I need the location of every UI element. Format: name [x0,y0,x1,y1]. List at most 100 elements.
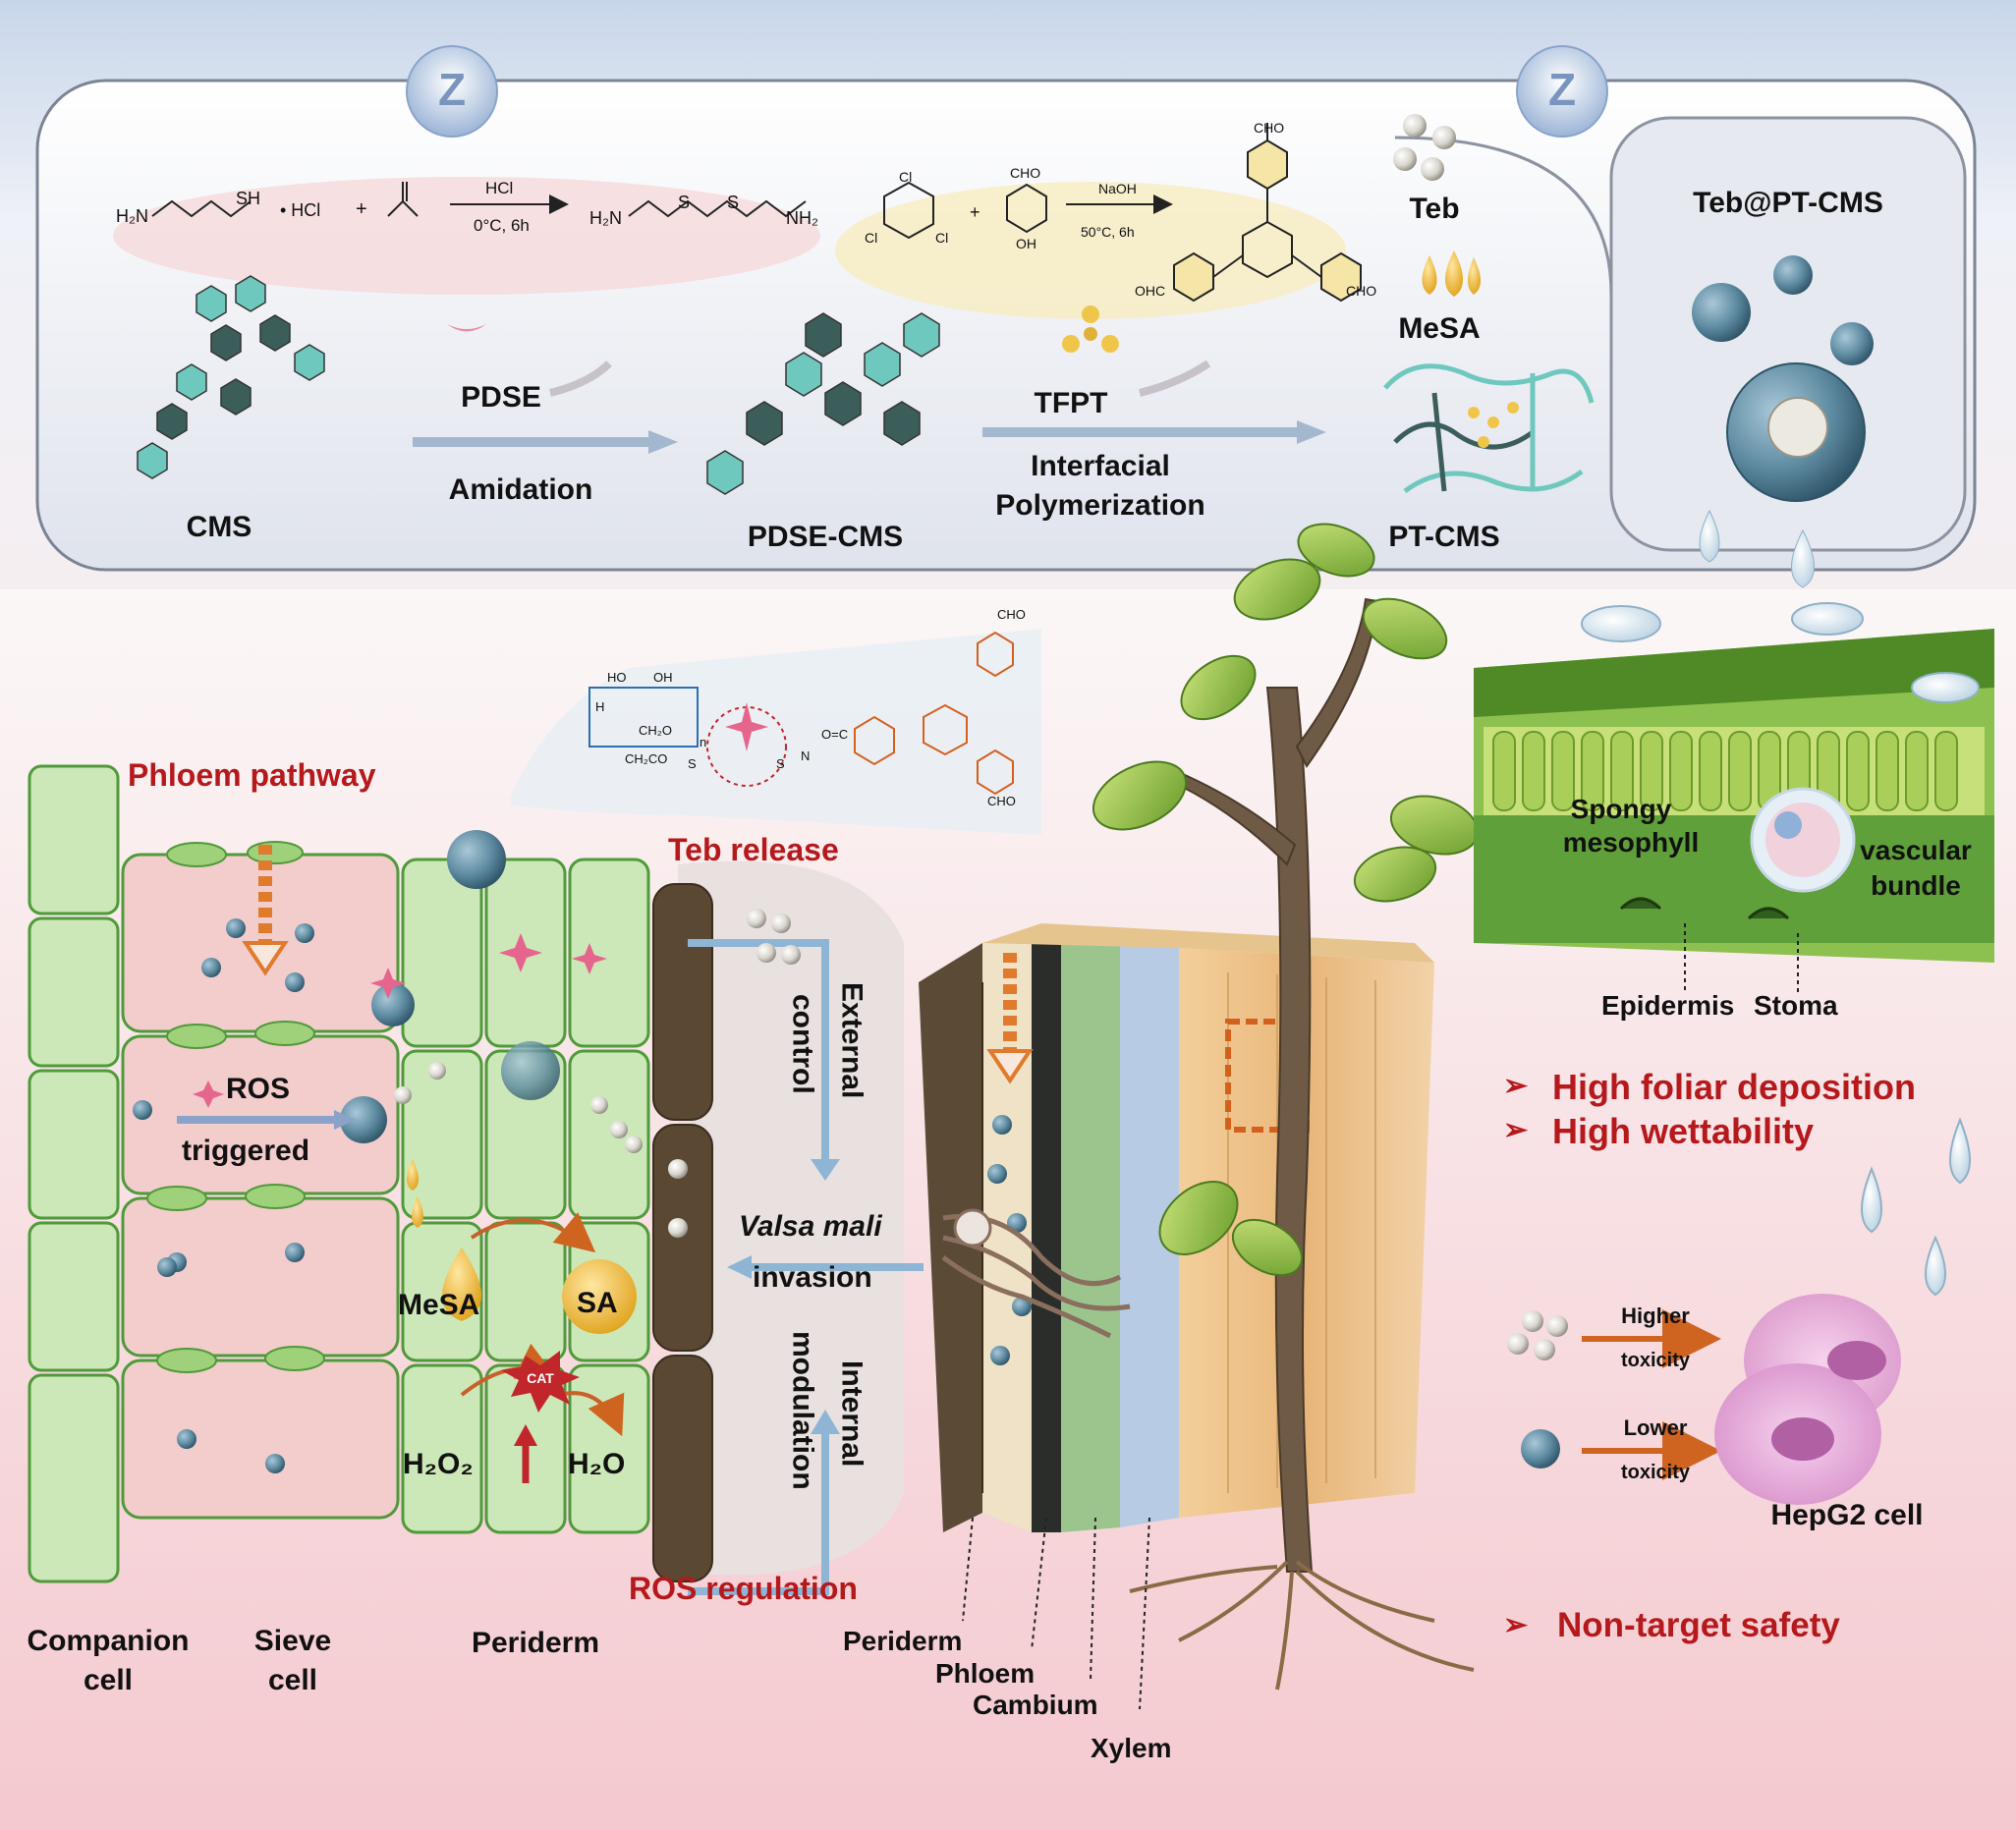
stem-block [919,923,1434,1532]
phenol-ring [1006,183,1047,234]
label-cat: CAT [527,1370,554,1386]
periderm-teb-balls [394,1062,643,1153]
label-stem-xylem: Xylem [1091,1733,1172,1763]
label-cms: CMS [186,511,252,543]
struct-oh: OH [653,670,673,685]
stem-leader-lines [962,1517,1150,1710]
label-epidermis: Epidermis [1601,990,1735,1021]
bullet-2: ➢ [1503,1114,1529,1146]
leaf-droplets [1581,602,1980,703]
label-mesa-top: MeSA [1398,312,1481,345]
tfpt-cho-top: CHO [1254,120,1285,136]
label-pdse-cms: PDSE-CMS [747,521,904,553]
label-toxicity-low: toxicity [1620,1462,1691,1483]
sieve-nanoparticles [133,918,314,1473]
tree-leaves [1092,523,1480,1277]
bullet-3: ➢ [1503,1609,1529,1641]
label-sieve: Sieve [253,1625,332,1657]
advantage-foliar-deposition: High foliar deposition [1552,1067,1916,1107]
cat-burst [501,1351,580,1413]
nanoparticle-clusters [340,830,560,1143]
label-teb-release: Teb release [668,832,839,867]
hepg2-cells [1714,1294,1901,1505]
reagent-sh: SH [236,189,261,208]
pt-cms-network [1383,363,1595,494]
label-spongy: Spongy [1570,794,1672,824]
bullet-1: ➢ [1503,1070,1529,1102]
roots [1129,1560,1475,1691]
reaction1-glow [113,177,820,295]
chloroplasts [146,841,325,1373]
triazine-ring [883,181,934,240]
pdse-curve [549,360,612,397]
label-companion-cell: cell [83,1664,134,1696]
tcc-cl-right: Cl [935,230,949,246]
tfpt-cho-right: CHO [1346,283,1377,299]
label-phloem-pathway: Phloem pathway [128,757,376,793]
companion-cells [28,764,120,1583]
label-lower: Lower [1623,1415,1688,1440]
sa-drop [562,1259,637,1334]
pt-cms-yellow-nodes [1468,402,1519,448]
product-h2n: H₂N [589,208,622,228]
pink-connector [447,324,486,332]
reaction1-condition-bottom: 0°C, 6h [474,216,530,235]
water-droplets-top [1699,509,1815,588]
label-stem-periderm: Periderm [843,1626,963,1656]
teb-balls-top [1393,114,1456,181]
palisade-cells [1492,731,1958,811]
label-teb-pt-cms: Teb@PT-CMS [1693,187,1883,219]
label-pt-cms: PT-CMS [1388,521,1500,553]
reagent-hcl-salt: • HCl [280,200,321,220]
nanoparticle-toxicity [1521,1429,1560,1469]
plus-sign-2: + [970,202,980,222]
mesa-drop [442,1248,481,1321]
struct-ch2co: CH₂CO [625,751,668,766]
label-toxicity-high: toxicity [1620,1350,1691,1371]
stoma-right [1747,907,1790,920]
struct-cho-top: CHO [997,607,1026,622]
struct-cho-bottom: CHO [987,794,1016,808]
label-valsa-mali: Valsa mali [739,1210,882,1243]
label-higher: Higher [1621,1303,1690,1328]
periderm-cells [401,858,650,1534]
struct-s2: S [776,756,785,771]
reaction2-glow [835,182,1346,319]
z-logo-left [406,45,498,138]
reaction1-condition-top: HCl [485,179,514,197]
label-sieve-cell: cell [267,1664,318,1696]
struct-ch2o: CH₂O [639,723,672,738]
label-invasion: invasion [753,1261,872,1294]
label-periderm-cells: Periderm [471,1627,600,1659]
stem-nanoparticles [987,1115,1032,1365]
tfpt-molecule [1062,305,1119,353]
label-ros-regulation: ROS regulation [629,1571,858,1606]
label-hepg2: HepG2 cell [1770,1499,1924,1531]
struct-h: H [595,699,605,714]
struct-oc: O=C [821,727,849,742]
label-stem-cambium: Cambium [973,1690,1098,1720]
stoma-left [1619,897,1662,911]
label-vascular: vascular [1860,835,1972,865]
tcc-cl-left: Cl [865,230,878,246]
tfpt-curve [1139,360,1211,397]
label-mesa: MeSA [398,1289,480,1321]
label-sa: SA [577,1287,618,1319]
advantage-non-target-safety: Non-target safety [1557,1606,1840,1644]
struct-s1: S [688,756,697,771]
water-droplets-right [1861,1117,1971,1297]
label-interfacial: Interfacial [1031,450,1170,482]
teb-pt-cms-particles [1692,255,1874,502]
label-external: External [835,982,868,1099]
plus-sign-1: + [356,198,367,220]
structure-bubble [511,629,1041,835]
label-amidation: Amidation [448,473,593,506]
product-nh2: NH₂ [786,208,818,228]
label-control: control [786,994,819,1094]
label-mesophyll: mesophyll [1562,827,1700,858]
label-stem-phloem: Phloem [935,1658,1036,1689]
struct-nh: N [801,749,811,763]
z-logo-right-glyph: Z [1547,64,1577,115]
release-panel-bg [678,860,904,1576]
